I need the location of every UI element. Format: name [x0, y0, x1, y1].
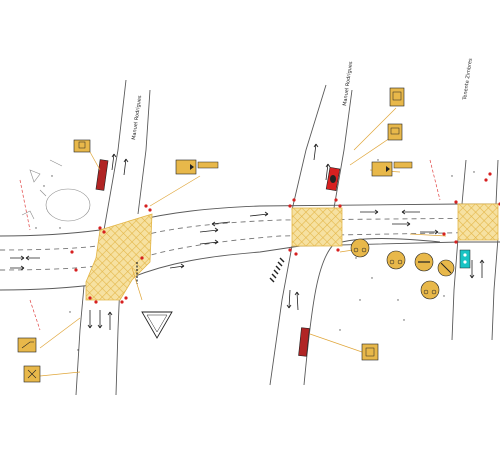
bus-lane-west — [95, 159, 109, 191]
red-curb-lines — [19, 159, 441, 331]
traffic-signals — [70, 172, 500, 304]
direction-arrow-sign-icon — [371, 161, 413, 177]
pedestrian-sign-icon — [389, 87, 405, 107]
direction-arrow-sign-icon — [175, 159, 219, 175]
pedestrian-sign-icon — [387, 123, 403, 141]
intersection-east — [457, 203, 499, 241]
no-entry-sign-icon — [437, 259, 455, 277]
street-label-middle: Manuel Rodrigues — [342, 61, 354, 107]
zebra-crossing-middle-south — [269, 257, 285, 283]
bus-sign-icon — [361, 343, 379, 361]
traffic-light-icon — [459, 249, 471, 269]
bicycle-sign-icon — [386, 250, 406, 270]
survey-marks — [35, 159, 475, 351]
intersection-middle — [291, 207, 343, 247]
road-edges — [0, 79, 500, 396]
yield-sign-icon — [141, 311, 173, 339]
bus-lane-middle-north — [325, 166, 341, 192]
pedestrian-sign-icon — [23, 365, 41, 383]
bicycle-sign-icon — [350, 238, 370, 258]
lane-arrows — [10, 143, 485, 330]
pedestrian-sign-icon — [73, 139, 91, 153]
no-entry-sign-icon — [414, 252, 434, 272]
bus-sign-icon — [17, 337, 37, 353]
bicycle-sign-icon — [420, 280, 440, 300]
street-label-west: Manuel Rodrigues — [131, 95, 143, 141]
west-island-sketch — [21, 159, 91, 222]
street-label-east: Tenente Zimbres — [462, 58, 474, 102]
intersection-west — [85, 213, 153, 301]
bus-lane-middle-south — [298, 327, 310, 357]
